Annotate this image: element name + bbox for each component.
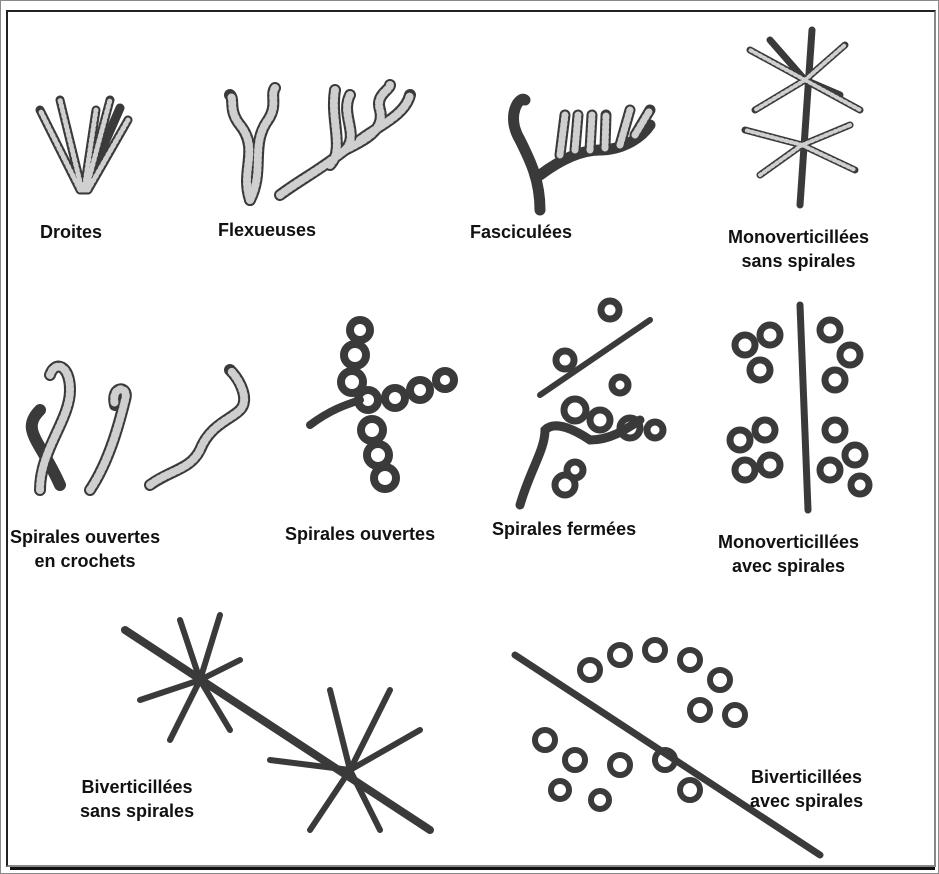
illustration-fasciculees [514, 99, 650, 210]
label-fasciculees: Fasciculées [470, 220, 572, 244]
label-flexueuses: Flexueuses [218, 218, 316, 242]
illustration-spirales-crochets [32, 367, 244, 490]
illustration-monoverticillees-sans [745, 30, 860, 205]
label-spirales-ouvertes: Spirales ouvertes [285, 522, 435, 546]
illustration-flexueuses [230, 85, 410, 200]
label-monoverticillees-avec-spirales: Monoverticillées avec spirales [718, 530, 859, 578]
illustration-spirales-fermees [520, 301, 663, 505]
label-monoverticillees-sans-spirales: Monoverticillées sans spirales [728, 225, 869, 273]
label-spirales-ouvertes-crochets: Spirales ouvertes en crochets [10, 525, 160, 573]
label-droites: Droites [40, 220, 102, 244]
label-spirales-fermees: Spirales fermées [492, 517, 636, 541]
label-biverticillees-sans-spirales: Biverticillées sans spirales [80, 775, 194, 823]
illustration-spirales-ouvertes [310, 320, 454, 489]
label-biverticillees-avec-spirales: Biverticillées avec spirales [750, 765, 863, 813]
illustration-monoverticillees-avec [730, 305, 869, 510]
illustration-biverticillees-avec [515, 640, 820, 855]
